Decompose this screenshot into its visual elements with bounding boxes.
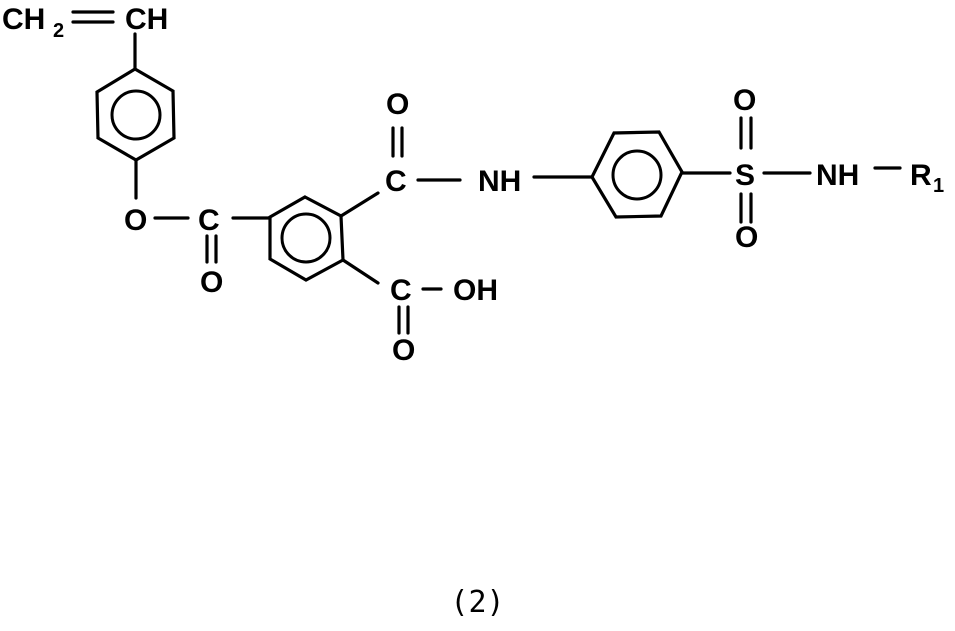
atom-sulfonyl-o-bottom: O bbox=[735, 221, 758, 254]
aromatic-circle bbox=[280, 212, 332, 264]
atom-sulfonyl-o-top: O bbox=[733, 84, 756, 117]
amide-group: O C NH bbox=[385, 88, 594, 198]
atom-ester-c: C bbox=[198, 204, 220, 237]
atom-amide-nh: NH bbox=[478, 165, 521, 198]
sulfonamide-group: O S O NH R 1 bbox=[733, 84, 944, 254]
atom-ester-carbonyl-o: O bbox=[200, 266, 223, 299]
ester-group: O C O bbox=[124, 204, 272, 299]
ring-hexagon bbox=[590, 130, 684, 219]
atom-amide-c: C bbox=[385, 165, 407, 198]
atom-acid-c: C bbox=[390, 274, 412, 307]
atom-ch: CH bbox=[125, 3, 168, 36]
atom-r-group-subscript: 1 bbox=[933, 175, 944, 197]
aromatic-circle bbox=[611, 149, 663, 201]
atom-ch2-subscript: 2 bbox=[53, 20, 64, 42]
atom-sulfonamide-nh: NH bbox=[816, 159, 859, 192]
atom-amide-carbonyl-o: O bbox=[386, 88, 409, 121]
aromatic-circle bbox=[110, 89, 162, 141]
bond-ring-acid-c bbox=[341, 258, 380, 285]
vinyl-group: CH 2 CH bbox=[2, 3, 168, 71]
atom-ch2: CH bbox=[2, 3, 45, 36]
ring-hexagon bbox=[95, 67, 176, 162]
atom-acid-carbonyl-o: O bbox=[392, 334, 415, 367]
vinylphenyl-ring bbox=[95, 67, 176, 200]
carboxylic-acid-group: C OH O bbox=[390, 274, 498, 367]
figure-caption: (2) bbox=[450, 585, 505, 620]
atom-r-group: R bbox=[910, 159, 932, 192]
atom-sulfur: S bbox=[735, 159, 755, 192]
benzene-tricarboxyl-ring bbox=[268, 191, 380, 285]
para-phenylene-ring bbox=[590, 130, 732, 219]
atom-acid-oh: OH bbox=[453, 274, 498, 307]
atom-ester-o: O bbox=[124, 204, 147, 237]
bond-ring-amide-c bbox=[339, 191, 380, 218]
